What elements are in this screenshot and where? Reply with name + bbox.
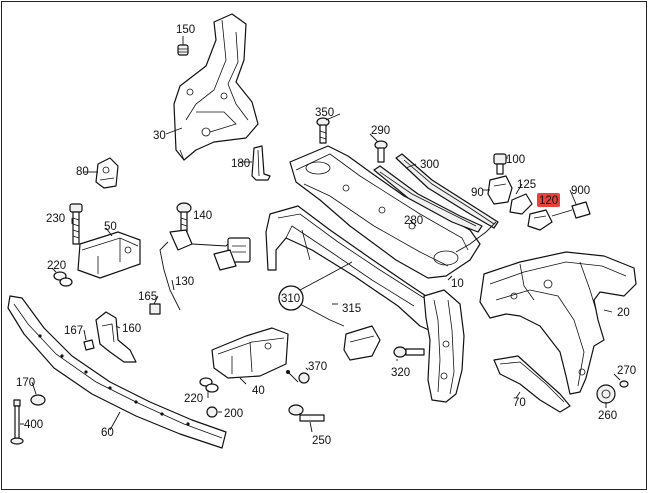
part-80-bracket	[95, 157, 119, 189]
part-100-bolt	[493, 153, 507, 175]
label-165: 165	[138, 291, 157, 303]
part-900-piece	[551, 201, 591, 219]
label-220-upper: 220	[47, 260, 66, 272]
label-260: 260	[598, 410, 617, 422]
part-310-callout	[299, 261, 353, 327]
label-170: 170	[16, 377, 35, 389]
part-125-bracket	[509, 193, 533, 215]
label-300: 300	[420, 159, 439, 171]
part-250-bolt	[288, 404, 325, 422]
part-rail	[373, 165, 497, 253]
label-180: 180	[231, 158, 250, 170]
label-125: 125	[517, 179, 536, 191]
part-290-bolt	[374, 140, 388, 163]
label-30: 30	[153, 130, 166, 142]
part-200-bolt	[206, 406, 218, 418]
label-230: 230	[46, 213, 65, 225]
leader-lines	[20, 36, 621, 433]
label-310: 310	[281, 293, 300, 305]
part-70-lower-bracket	[493, 355, 571, 413]
part-60-bumper-beam	[7, 295, 227, 449]
part-40-bracket	[211, 327, 299, 383]
part-320-bolt	[393, 346, 425, 358]
label-167: 167	[64, 325, 83, 337]
part-220-nuts-upper	[53, 271, 73, 287]
part-260-plug	[596, 384, 616, 404]
part-300-seal-strip	[395, 153, 499, 229]
label-250: 250	[312, 435, 331, 447]
label-900: 900	[571, 185, 590, 197]
label-370: 370	[308, 361, 327, 373]
part-167-clip	[83, 339, 95, 351]
part-230-bolt	[69, 203, 83, 245]
part-50-bracket	[77, 231, 141, 279]
part-350-bolt	[316, 117, 330, 144]
label-140: 140	[193, 210, 212, 222]
label-10: 10	[451, 278, 464, 290]
part-370-bolt	[343, 325, 381, 361]
label-120: 120	[539, 195, 558, 207]
part-10-post	[423, 289, 465, 403]
part-160-bracket	[95, 311, 137, 363]
label-220-lower: 220	[184, 393, 203, 405]
label-150: 150	[176, 24, 195, 36]
label-70: 70	[513, 397, 526, 409]
part-150-plug	[177, 44, 189, 56]
part-130-cable	[159, 229, 251, 311]
part-20-right-bracket	[479, 251, 637, 395]
part-370-small-bolt	[298, 372, 310, 384]
part-270-clip	[619, 380, 629, 388]
label-315: 315	[342, 303, 361, 315]
part-90-bracket	[487, 175, 513, 205]
label-290: 290	[371, 125, 390, 137]
part-220-nuts-lower	[199, 377, 219, 393]
label-400: 400	[24, 419, 43, 431]
highlight-120	[537, 193, 560, 207]
part-315-center-support	[265, 205, 443, 335]
label-280: 280	[404, 215, 423, 227]
label-90: 90	[471, 187, 484, 199]
label-20: 20	[617, 307, 630, 319]
label-270: 270	[617, 365, 636, 377]
label-320: 320	[391, 367, 410, 379]
part-labels: 150 30 180 350 290 300 100 80 125 90 900…	[16, 24, 636, 447]
part-400-bolt	[10, 399, 24, 445]
part-170-bolt	[30, 394, 46, 406]
label-80: 80	[76, 166, 89, 178]
part-30-upper-bracket	[173, 13, 259, 161]
label-60: 60	[101, 427, 114, 439]
label-350: 350	[315, 107, 334, 119]
part-280-cross-member	[289, 145, 481, 279]
label-160: 160	[122, 323, 141, 335]
label-40: 40	[252, 385, 265, 397]
part-165-clip	[149, 303, 161, 315]
label-200: 200	[224, 408, 243, 420]
label-50: 50	[104, 221, 117, 233]
part-140-bolt	[176, 202, 192, 233]
label-130: 130	[175, 276, 194, 288]
part-120-bracket	[527, 209, 553, 231]
label-100: 100	[506, 154, 525, 166]
part-180-clip	[251, 145, 271, 181]
callout-310-ring	[278, 285, 304, 311]
